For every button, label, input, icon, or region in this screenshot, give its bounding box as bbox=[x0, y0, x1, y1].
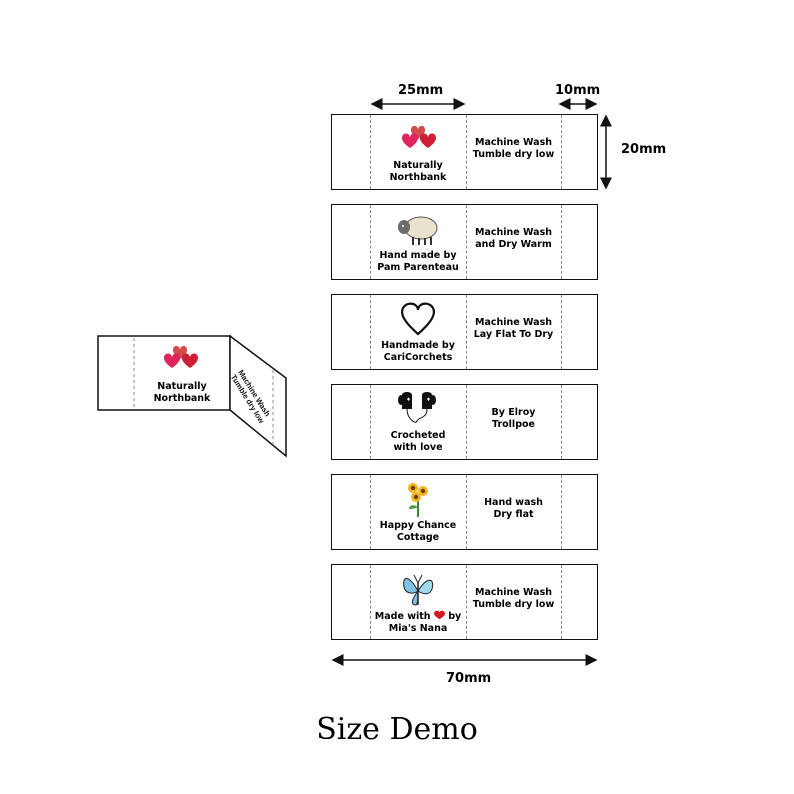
dim-10mm-label: 10mm bbox=[555, 83, 601, 98]
dim-70mm-label: 70mm bbox=[446, 671, 492, 686]
sheep-icon bbox=[376, 209, 460, 249]
page-title: Size Demo bbox=[316, 712, 478, 747]
folded-name: Naturally Northbank bbox=[153, 381, 211, 404]
folded-hearts-icon bbox=[164, 345, 198, 368]
label-6-name: Made with by Mia's Nana bbox=[374, 610, 462, 634]
butterfly-icon bbox=[376, 569, 460, 609]
dim-20mm-label: 20mm bbox=[621, 142, 667, 157]
dim-25mm-label: 25mm bbox=[398, 83, 444, 98]
hearts-icon bbox=[376, 119, 460, 159]
heart-outline-icon bbox=[376, 299, 460, 339]
sunflower-icon bbox=[376, 479, 460, 519]
red-heart-icon bbox=[433, 610, 445, 620]
mittens-icon bbox=[376, 389, 460, 429]
